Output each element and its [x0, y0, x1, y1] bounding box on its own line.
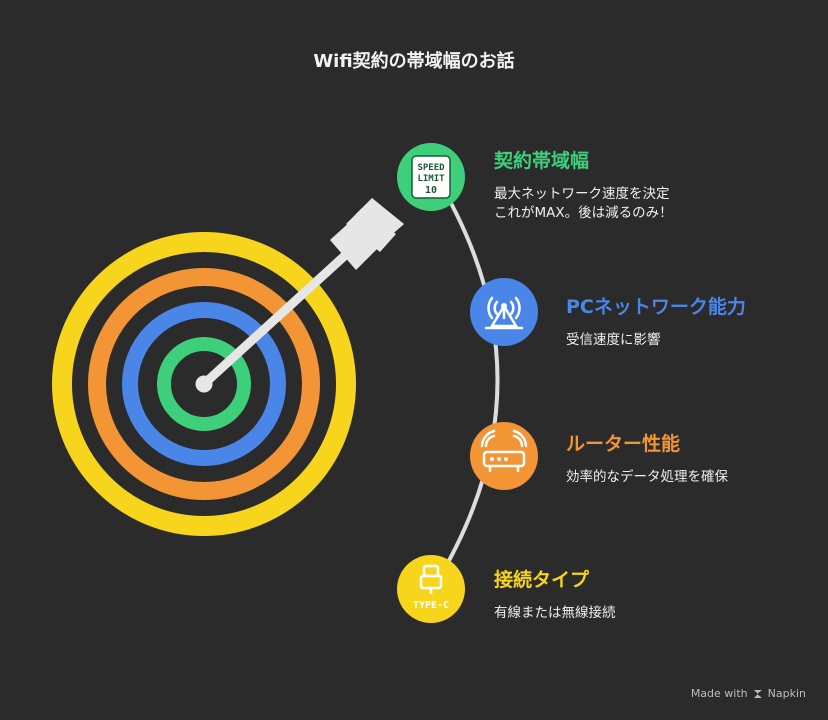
item-heading: 接続タイプ [494, 569, 590, 591]
target-ring-outer [52, 232, 356, 536]
arrow-icon [199, 198, 404, 389]
napkin-logo-icon [753, 689, 762, 698]
item-description-line: これがMAX。後は減るのみ！ [494, 205, 673, 221]
speed-limit-sign-icon [411, 155, 451, 199]
item-label-3: ルーター性能 効率的なデータ処理を確保 [566, 429, 728, 487]
target-ring-inner [157, 337, 251, 431]
item-label-1: 契約帯域幅 最大ネットワーク速度を決定 これがMAX。後は減るのみ！ [494, 146, 673, 223]
router-icon [480, 429, 528, 473]
made-with-text: Made with [690, 687, 748, 700]
item-description-line: 効率的なデータ処理を確保 [566, 469, 728, 485]
item-heading: ルーター性能 [566, 433, 681, 455]
item-description-line: 有線または無線接続 [494, 605, 616, 621]
connecting-arc [433, 173, 500, 587]
item-description: 効率的なデータ処理を確保 [566, 468, 728, 487]
item-label-2: PCネットワーク能力 受信速度に影響 [566, 292, 746, 350]
item-node-2 [470, 278, 538, 346]
speed-limit-line-3: 10 [425, 185, 437, 196]
speed-limit-line-2: LIMIT [417, 174, 445, 184]
made-with-napkin-footer: Made with Napkin [691, 687, 806, 700]
target-ring-3 [122, 302, 286, 466]
napkin-brand-text: Napkin [767, 687, 806, 700]
item-description-line: 受信速度に影響 [566, 332, 661, 348]
item-node-4: TYPE-C [397, 555, 465, 623]
target-ring-2 [88, 268, 320, 500]
diagram-title: Wifi契約の帯域幅のお話 [313, 51, 515, 72]
usb-type-c-icon [419, 564, 443, 594]
item-node-1: SPEED LIMIT 10 [397, 143, 465, 211]
item-description: 最大ネットワーク速度を決定 これがMAX。後は減るのみ！ [494, 185, 673, 223]
item-label-4: 接続タイプ 有線または無線接続 [494, 565, 616, 623]
speed-limit-line-1: SPEED [417, 163, 445, 173]
bullseye-target-icon [52, 232, 356, 536]
item-description: 有線または無線接続 [494, 604, 616, 623]
item-heading: PCネットワーク能力 [566, 296, 746, 318]
item-description: 受信速度に影響 [566, 331, 746, 350]
item-node-3 [470, 422, 538, 490]
type-c-label: TYPE-C [413, 600, 449, 611]
item-description-line: 最大ネットワーク速度を決定 [494, 186, 670, 202]
item-heading: 契約帯域幅 [494, 150, 590, 172]
